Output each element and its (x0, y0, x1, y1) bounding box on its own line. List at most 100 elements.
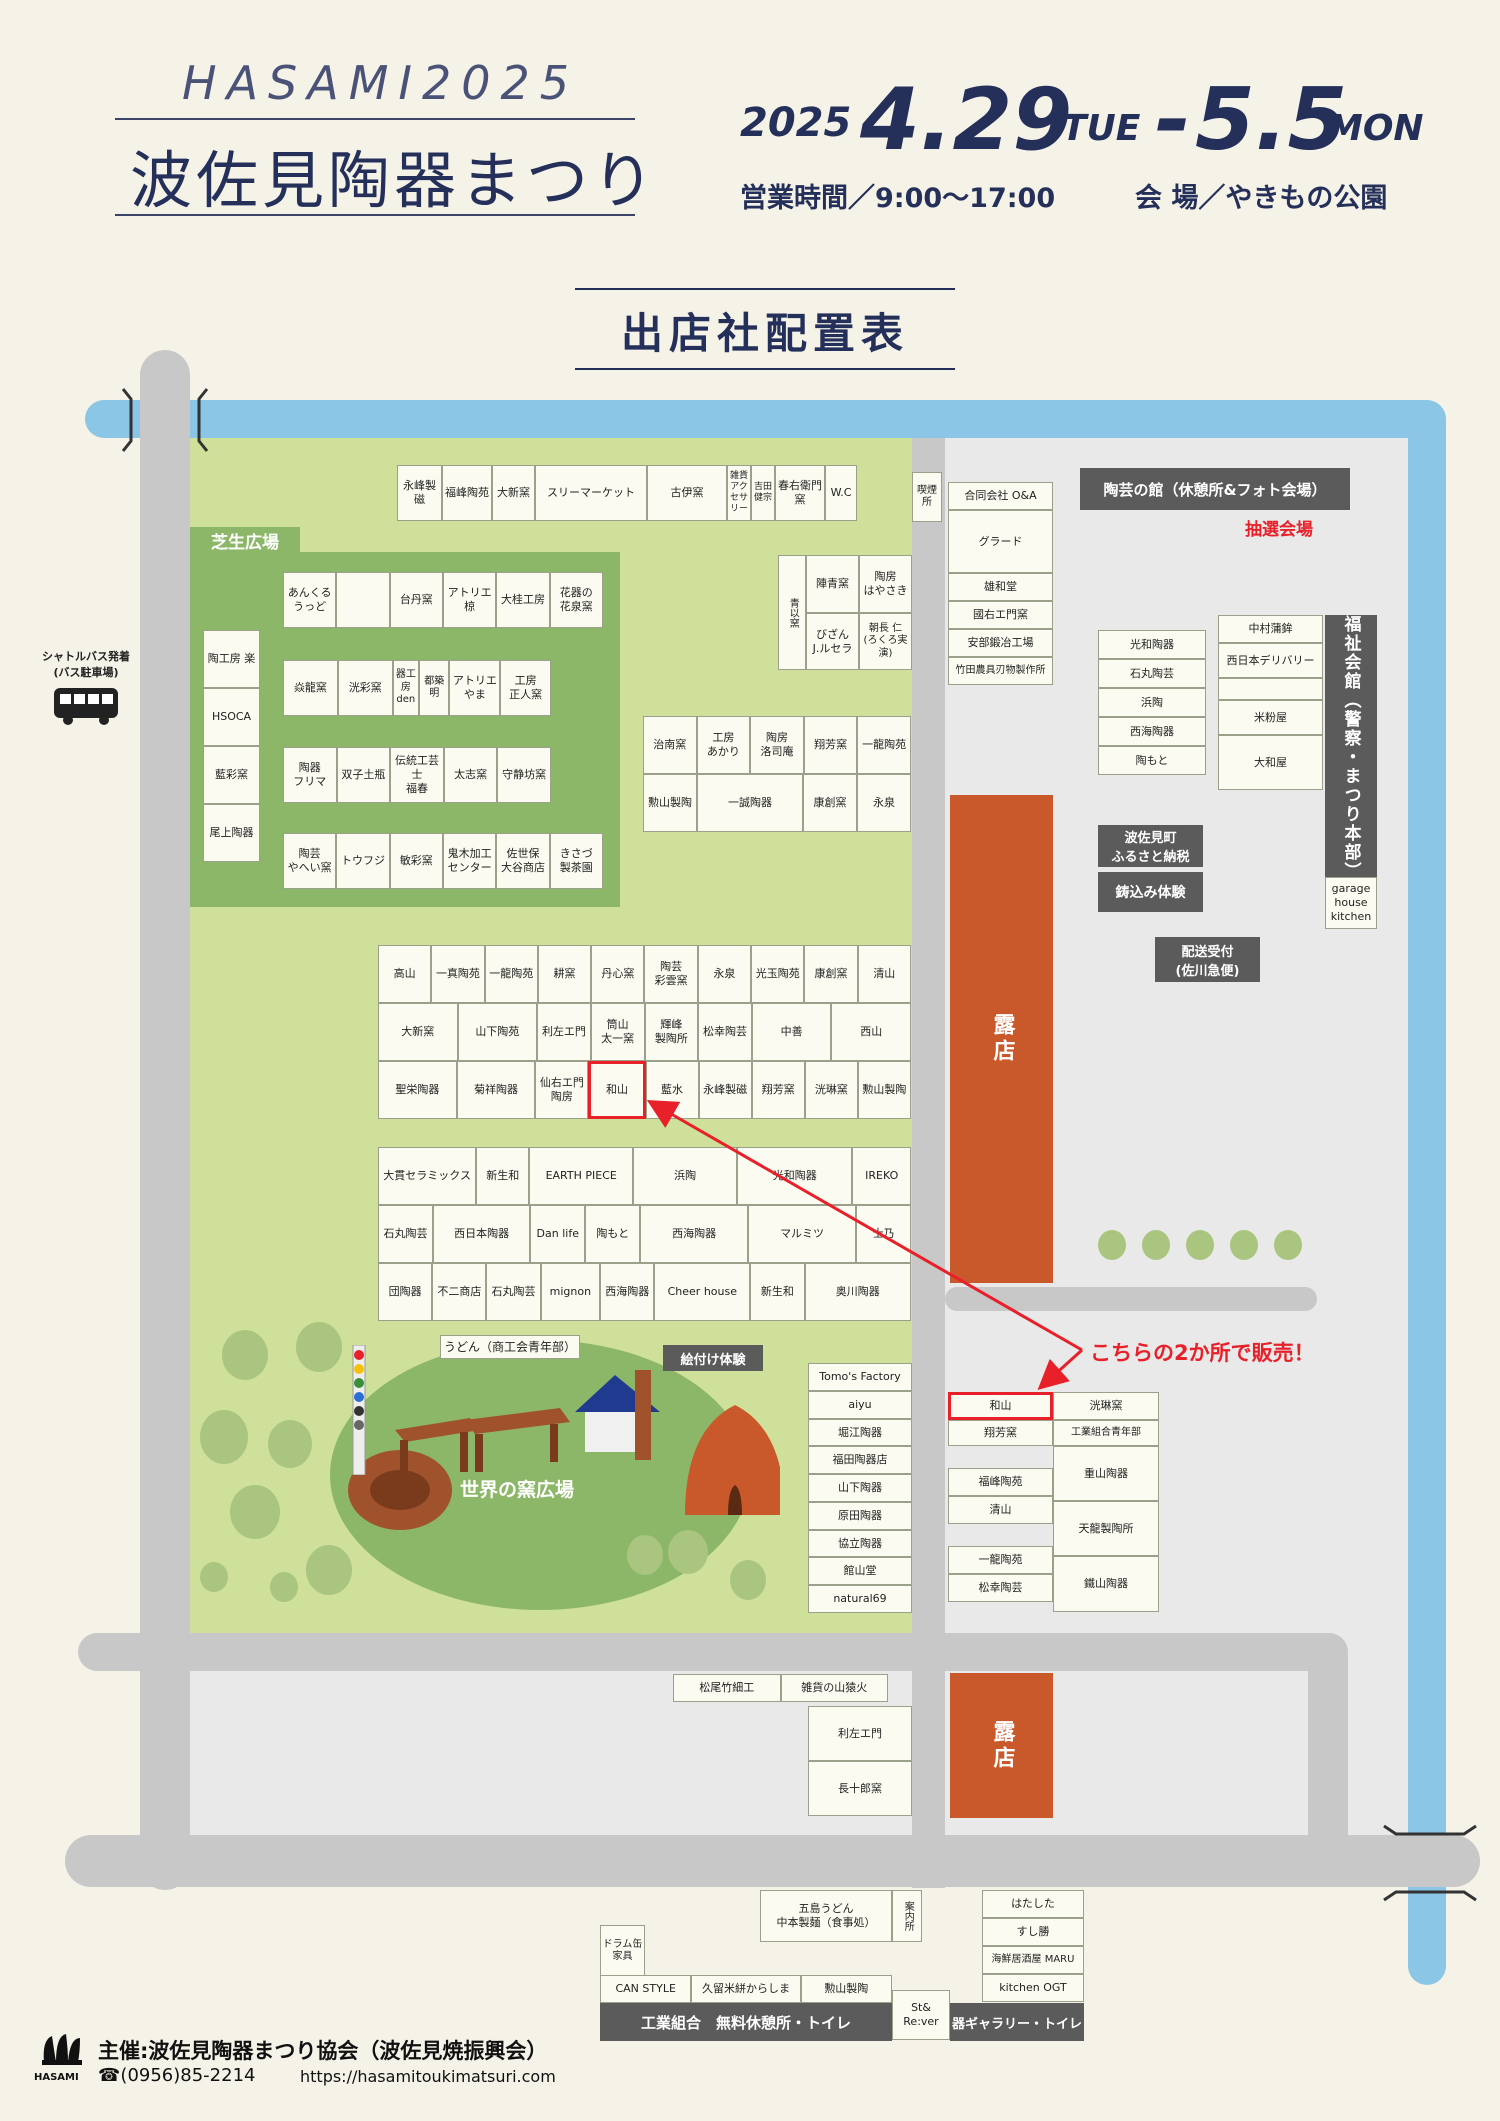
booth[interactable]: 勲山製陶 (857, 1061, 911, 1119)
booth[interactable]: 西日本デリバリー (1218, 643, 1323, 678)
booth[interactable]: 石丸陶芸 (1098, 659, 1206, 688)
booth[interactable]: 永峰製磁 (397, 465, 442, 521)
booth[interactable]: 大新窯 (378, 1003, 458, 1061)
booth[interactable]: 光和陶器 (1098, 630, 1206, 659)
booth[interactable]: 太志窯 (443, 747, 498, 803)
booth[interactable]: 原田陶器 (808, 1501, 912, 1530)
booth[interactable]: 雑貨アクセサリー (727, 465, 751, 521)
welfare-hall[interactable]: 福祉会館（警察・まつり本部） (1325, 615, 1377, 881)
booth[interactable]: 春右衛門窯 (775, 465, 825, 521)
booth[interactable]: 石丸陶芸 (378, 1205, 433, 1263)
booth[interactable]: 國右エ門窯 (948, 601, 1053, 629)
booth[interactable]: 利左エ門 (808, 1706, 912, 1761)
union-rest-area[interactable]: 工業組合 無料休憩所・トイレ (600, 2003, 892, 2041)
booth[interactable]: 尾上陶器 (203, 804, 260, 862)
booth[interactable]: 雄和堂 (948, 573, 1053, 601)
booth[interactable]: 一龍陶苑 (948, 1546, 1053, 1574)
booth[interactable]: 西日本陶器 (432, 1205, 531, 1263)
booth[interactable]: 新生和 (476, 1147, 530, 1205)
booth[interactable]: 勲山製陶 (800, 1975, 892, 2003)
booth[interactable]: 仙右エ門 陶房 (535, 1061, 589, 1119)
booth[interactable]: 工房 正人窯 (500, 660, 551, 716)
booth[interactable]: 陣青窯 (806, 555, 859, 613)
booth[interactable]: 工房 あかり (696, 716, 751, 774)
booth[interactable]: 奥川陶器 (804, 1263, 911, 1321)
booth[interactable]: HSOCA (203, 688, 260, 746)
booth[interactable]: 山下陶苑 (457, 1003, 538, 1061)
garage-house-kitchen[interactable]: garage house kitchen (1325, 877, 1377, 929)
pottery-hall[interactable]: 陶芸の館（休憩所&フォト会場） (1080, 468, 1350, 510)
booth[interactable]: 筒山 太一窯 (590, 1003, 645, 1061)
booth[interactable]: 敏彩窯 (389, 833, 443, 889)
booth[interactable]: 山下陶器 (808, 1474, 912, 1502)
booth[interactable]: 一龍陶苑 (857, 716, 911, 774)
booth[interactable]: Cheer house (654, 1263, 751, 1321)
booth[interactable]: 清山 (948, 1496, 1053, 1524)
booth[interactable]: びざん J.ルセラ (806, 613, 859, 670)
booth[interactable]: 鐵山陶器 (1053, 1556, 1159, 1612)
booth[interactable]: 台丹窯 (389, 572, 443, 628)
booth[interactable]: ドラム缶 家具 (600, 1925, 645, 1977)
booth[interactable]: 翔芳窯 (948, 1420, 1053, 1446)
booth[interactable]: 松幸陶芸 (698, 1003, 752, 1061)
booth[interactable]: Tomo's Factory (808, 1363, 912, 1391)
booth[interactable]: 青以窯 (778, 555, 806, 670)
website-link[interactable]: https://hasamitoukimatsuri.com (300, 2067, 556, 2086)
booth[interactable]: 伝統工芸士 福春 (390, 747, 444, 803)
booth[interactable]: 西海陶器 (1098, 717, 1206, 746)
booth[interactable]: mignon (540, 1263, 601, 1321)
booth[interactable]: 朝長 仁 (ろくろ実演) (859, 613, 912, 670)
booth[interactable]: 不二商店 (432, 1263, 487, 1321)
booth[interactable]: 陶房 洛司庵 (750, 716, 804, 774)
booth[interactable]: 耕窯 (537, 945, 592, 1003)
booth[interactable]: 花器の 花泉窯 (549, 572, 603, 628)
booth[interactable]: 米粉屋 (1218, 700, 1323, 735)
booth[interactable]: 松尾竹細工 (673, 1674, 781, 1702)
booth[interactable]: 吉田健宗 (751, 465, 775, 521)
booth[interactable]: 福峰陶苑 (948, 1468, 1053, 1496)
booth[interactable]: 陶房 はやさき (859, 555, 912, 613)
booth[interactable]: 士乃 (856, 1205, 911, 1263)
booth[interactable]: 洸彩窯 (337, 660, 393, 716)
booth[interactable]: kitchen OGT (982, 1974, 1084, 2002)
booth[interactable]: 治南窯 (643, 716, 697, 774)
furusato-tax[interactable]: 波佐見町 ふるさと納税 (1098, 825, 1203, 867)
smoking-area[interactable]: 喫煙所 (912, 472, 942, 522)
booth[interactable]: 光玉陶苑 (751, 945, 805, 1003)
booth[interactable]: 双子土瓶 (336, 747, 391, 803)
booth[interactable]: 陶芸 やへい窯 (283, 833, 337, 889)
booth[interactable]: 一真陶苑 (431, 945, 485, 1003)
booth[interactable]: すし勝 (982, 1918, 1084, 1946)
booth[interactable]: 丹心窯 (591, 945, 645, 1003)
booth[interactable]: トウフジ (336, 833, 390, 889)
booth[interactable]: 協立陶器 (808, 1529, 912, 1558)
booth[interactable]: 堀江陶器 (808, 1418, 912, 1447)
booth[interactable]: 器工房 den (392, 660, 420, 716)
booth[interactable]: 天龍製陶所 (1053, 1501, 1159, 1556)
booth[interactable]: 大和屋 (1218, 735, 1323, 790)
booth[interactable]: 一龍陶苑 (484, 945, 538, 1003)
booth[interactable]: 館山堂 (808, 1557, 912, 1586)
booth[interactable]: 海鮮居酒屋 MARU (982, 1946, 1084, 1974)
booth[interactable]: 新生和 (750, 1263, 805, 1321)
booth[interactable]: アトリエ やま (449, 660, 501, 716)
booth[interactable]: 福峰陶苑 (442, 465, 492, 521)
booth[interactable]: 中善 (751, 1003, 832, 1061)
booth[interactable]: 雑貨の山猿火 (780, 1674, 888, 1702)
booth[interactable]: 永泉 (697, 945, 752, 1003)
booth[interactable]: 康創窯 (803, 774, 857, 832)
booth[interactable]: 輝峰 製陶所 (644, 1003, 699, 1061)
booth[interactable]: 一誠陶器 (697, 774, 803, 832)
booth[interactable]: 中村蒲鉾 (1218, 615, 1323, 643)
booth[interactable]: 浜陶 (633, 1147, 738, 1205)
booth[interactable]: 大貫セラミックス (378, 1147, 477, 1205)
booth[interactable]: 焱龍窯 (283, 660, 338, 716)
booth[interactable]: aiyu (808, 1390, 912, 1419)
booth[interactable]: 守静坊窯 (497, 747, 551, 803)
booth[interactable]: スリーマーケット (535, 465, 647, 521)
booth[interactable]: EARTH PIECE (529, 1147, 634, 1205)
booth[interactable] (336, 572, 390, 628)
booth[interactable]: はたした (982, 1890, 1084, 1918)
udon-stall-label[interactable]: うどん（商工会青年部） (440, 1335, 580, 1359)
booth[interactable]: 藍彩窯 (203, 746, 260, 804)
